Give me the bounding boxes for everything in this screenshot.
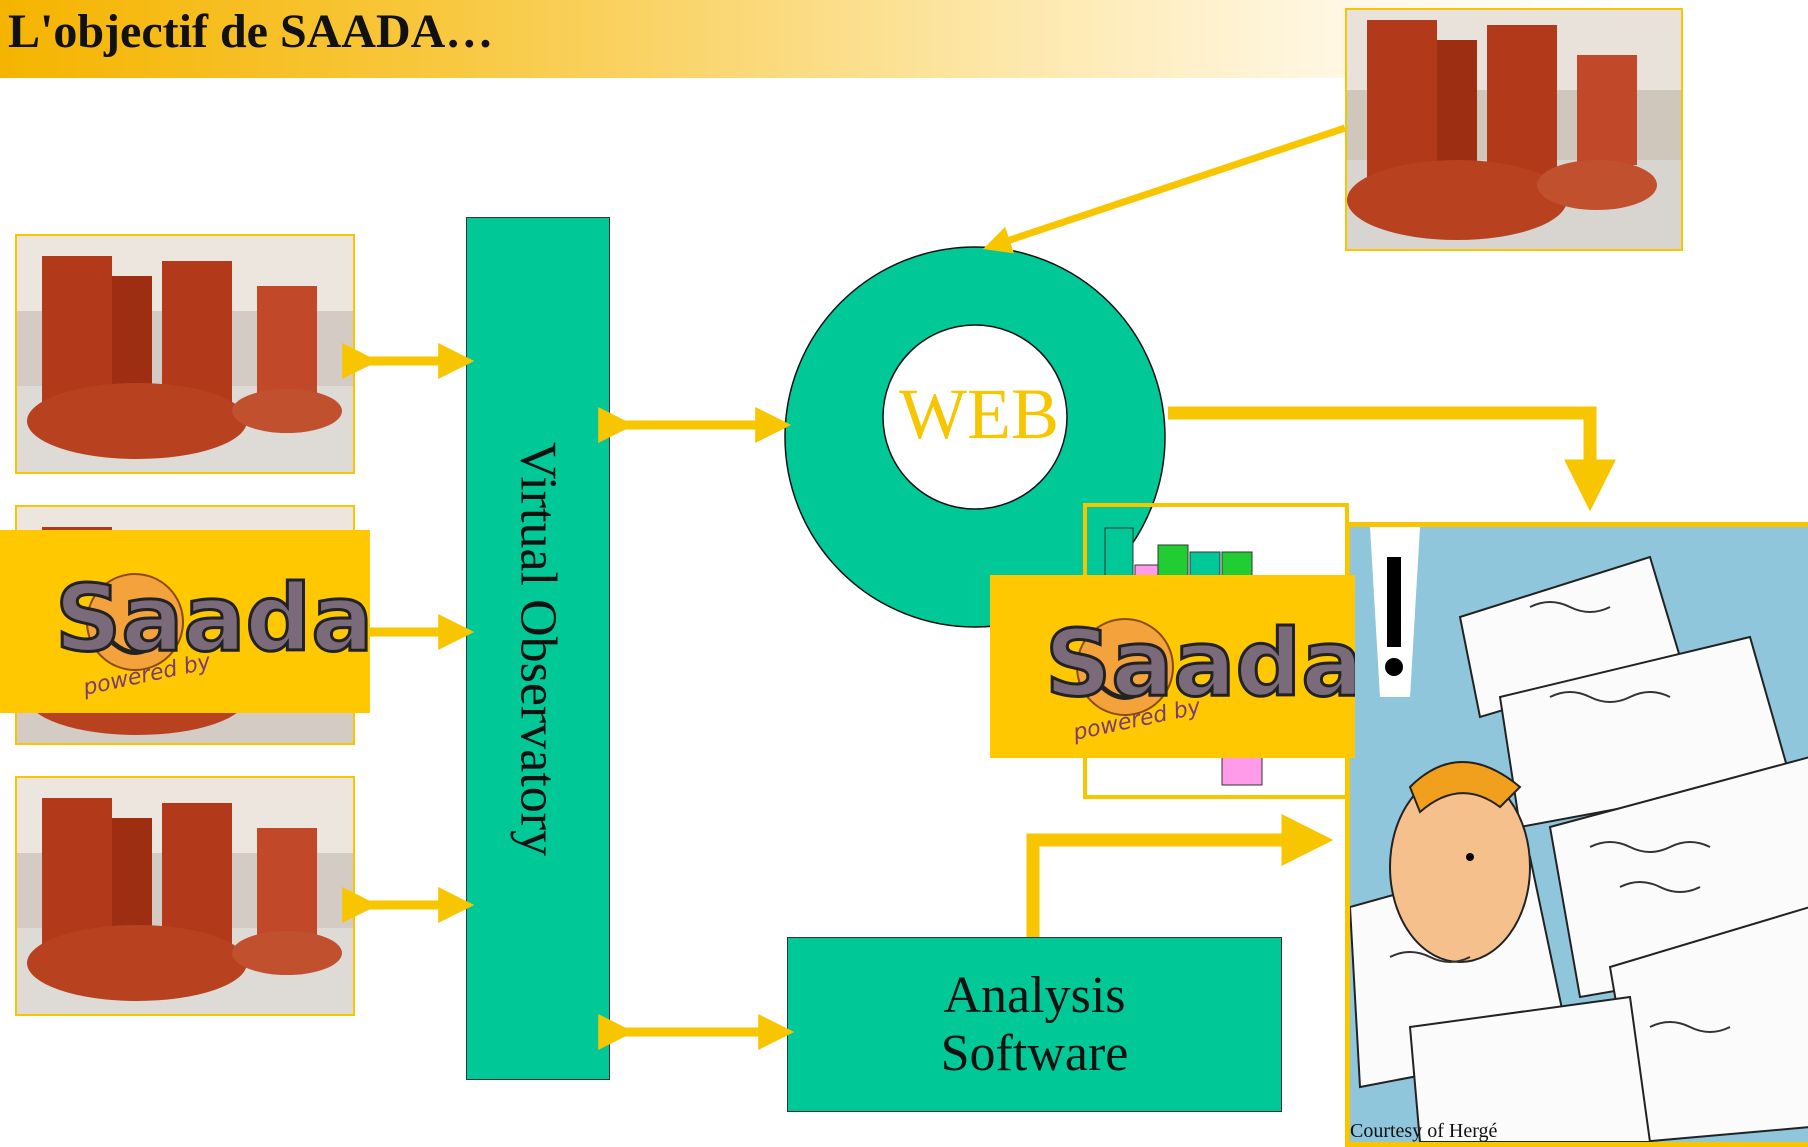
analysis-label-line2: Software: [940, 1024, 1129, 1082]
arrow-web-comic: [1168, 406, 1616, 512]
arrow-analysis-comic: [1026, 814, 1334, 937]
saada-wordmark-right: Saada: [1045, 610, 1355, 717]
comic-illustration: [1350, 527, 1808, 1142]
tintin-comic-panel: [1345, 522, 1808, 1147]
virtual-observatory-box: Virtual Observatory: [466, 217, 610, 1080]
comic-credit: Courtesy of Hergé: [1350, 1120, 1498, 1142]
web-label: WEB: [899, 374, 1059, 454]
saada-logo-left: Saada powered by: [0, 530, 370, 713]
analysis-label-line1: Analysis: [943, 967, 1126, 1025]
saada-logo-right: Saada powered by: [990, 575, 1355, 758]
supercomputer-photo-3: [15, 776, 355, 1016]
supercomputer-photo-top: [1345, 8, 1683, 251]
supercomputer-photo-1: [15, 234, 355, 474]
arrow-photo-top-web: [983, 124, 1347, 254]
slide-title: L'objectif de SAADA…: [8, 5, 494, 58]
saada-wordmark-left: Saada: [55, 565, 370, 672]
analysis-software-box: Analysis Software: [787, 937, 1282, 1112]
web-ring: [784, 246, 1166, 628]
